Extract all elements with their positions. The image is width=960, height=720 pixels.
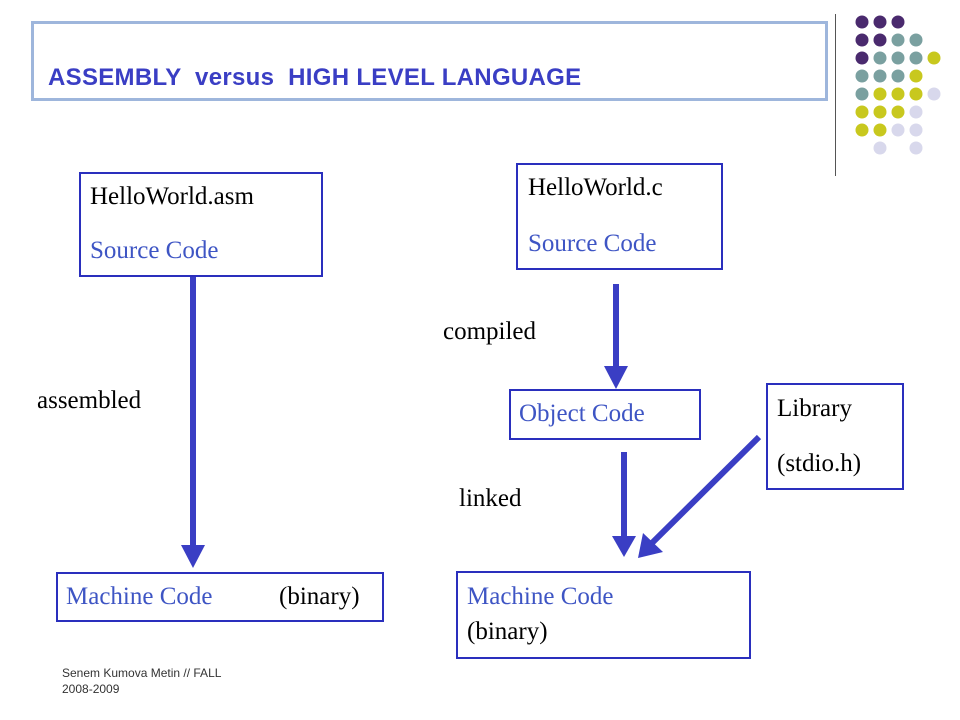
c-source-box [516, 163, 723, 270]
decor-dot [855, 105, 869, 119]
decor-dot [909, 69, 923, 83]
decor-dot-pattern [855, 15, 941, 155]
decor-dot [855, 87, 869, 101]
machine-code-right-note: (binary) [467, 618, 548, 645]
decor-dot [891, 51, 905, 65]
decor-dot [891, 69, 905, 83]
decor-dot [909, 51, 923, 65]
arrow-compiled [604, 284, 628, 389]
decor-dot [855, 33, 869, 47]
object-code-label: Object Code [519, 400, 645, 427]
decor-dot [873, 141, 887, 155]
library-label: Library [777, 395, 852, 422]
decor-dot [873, 33, 887, 47]
asm-source-box [79, 172, 323, 277]
decor-dot [873, 123, 887, 137]
machine-code-left-label: Machine Code [66, 583, 213, 610]
decor-dot [909, 33, 923, 47]
decor-dot [927, 51, 941, 65]
edge-label-assembled: assembled [37, 387, 142, 414]
decor-dot [891, 15, 905, 29]
asm-filename: HelloWorld.asm [90, 183, 254, 210]
decor-dot [891, 123, 905, 137]
decor-dot [855, 123, 869, 137]
arrow-linked [612, 452, 636, 557]
machine-code-left-note: (binary) [279, 583, 360, 610]
decor-dot [873, 69, 887, 83]
decor-dot [891, 105, 905, 119]
decor-dot [873, 15, 887, 29]
decor-dot [927, 87, 941, 101]
decor-dot [855, 51, 869, 65]
library-box [766, 383, 904, 490]
decor-dot [909, 141, 923, 155]
edge-label-linked: linked [459, 485, 522, 512]
c-filename: HelloWorld.c [528, 174, 663, 201]
edge-label-compiled: compiled [443, 318, 537, 345]
machine-code-left-box [56, 572, 384, 622]
footer-author: Senem Kumova Metin // FALL [62, 666, 222, 680]
arrow-library [638, 434, 762, 558]
title-box [31, 21, 828, 101]
slide-title: ASSEMBLY versus HIGH LEVEL LANGUAGE [48, 64, 582, 91]
arrow-assembled [181, 277, 205, 568]
c-source-label: Source Code [528, 230, 657, 257]
decor-dot [855, 15, 869, 29]
decor-dot [909, 105, 923, 119]
decor-dot [909, 123, 923, 137]
decor-dot [891, 33, 905, 47]
object-code-box [509, 389, 701, 440]
machine-code-right-label: Machine Code [467, 583, 614, 610]
decor-dot [909, 87, 923, 101]
decor-dot [855, 69, 869, 83]
footer-term: 2008-2009 [62, 682, 120, 696]
asm-source-label: Source Code [90, 237, 219, 264]
footer: Senem Kumova Metin // FALL 2008-2009 [62, 665, 221, 697]
machine-code-right-box [456, 571, 751, 659]
decor-dot [873, 105, 887, 119]
decor-divider [835, 14, 836, 176]
library-header: (stdio.h) [777, 450, 862, 477]
decor-dot [873, 51, 887, 65]
decor-dot [873, 87, 887, 101]
decor-dot [891, 87, 905, 101]
